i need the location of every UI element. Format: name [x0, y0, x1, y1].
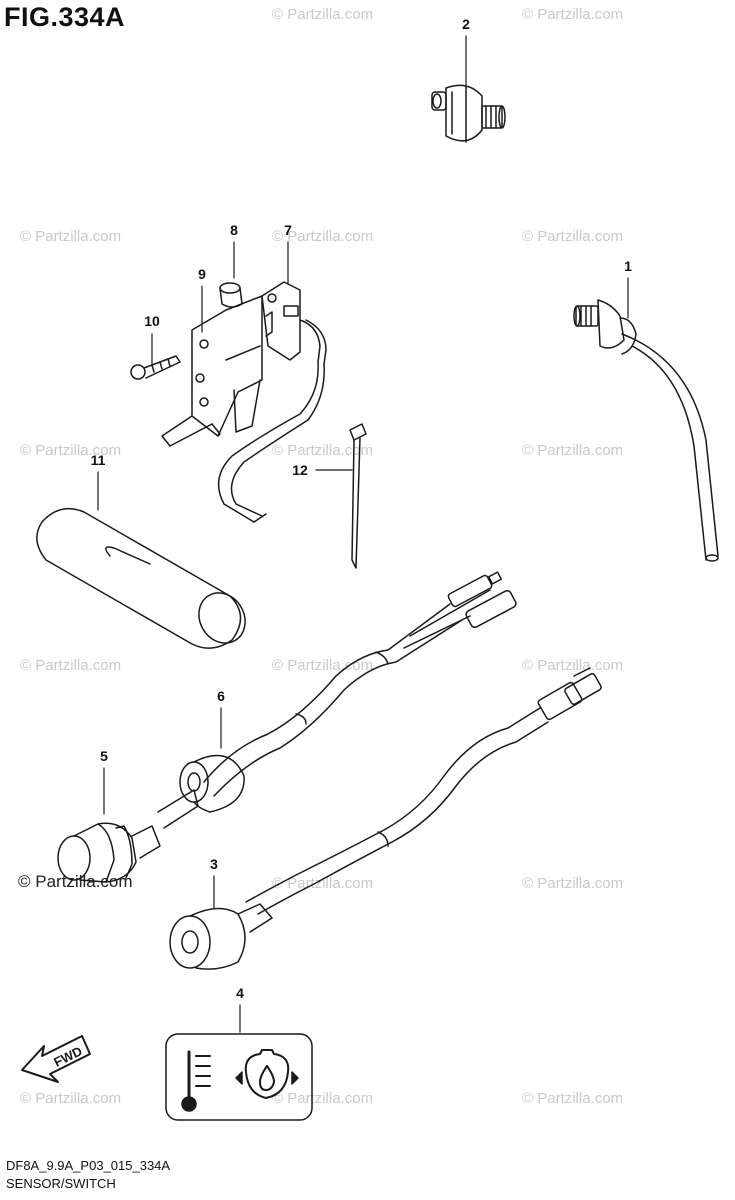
watermark: © Partzilla.com	[522, 442, 624, 459]
watermark: © Partzilla.com	[272, 1090, 374, 1107]
watermark: © Partzilla.com	[20, 1090, 122, 1107]
part-12-cable-tie[interactable]	[349, 423, 367, 569]
watermark: © Partzilla.com	[272, 442, 374, 459]
callout-2[interactable]: 2	[462, 16, 470, 32]
watermark: © Partzilla.com	[20, 442, 122, 459]
part-4-indicator-label[interactable]	[165, 1033, 313, 1121]
part-3-sensor[interactable]	[169, 903, 273, 970]
part-1-temperature-sensor[interactable]	[573, 299, 719, 562]
section-name: SENSOR/SWITCH	[6, 1176, 116, 1191]
forward-direction-arrow-icon: FWD	[21, 1035, 91, 1083]
watermark: © Partzilla.com	[272, 228, 374, 245]
sensor-harness[interactable]	[245, 667, 602, 915]
part-6-grommet[interactable]	[157, 754, 245, 829]
part-8-collar[interactable]	[219, 282, 243, 308]
watermark: © Partzilla.com	[18, 872, 133, 891]
watermark: © Partzilla.com	[522, 228, 624, 245]
part-5-switch[interactable]	[57, 822, 161, 883]
callout-7[interactable]: 7	[284, 222, 292, 238]
callout-4[interactable]: 4	[236, 985, 244, 1001]
watermark: © Partzilla.com	[272, 875, 374, 892]
part-9-bracket[interactable]	[161, 295, 263, 447]
callout-11[interactable]: 11	[90, 452, 106, 468]
part-10-screw[interactable]	[130, 355, 181, 380]
watermark: © Partzilla.com	[522, 1090, 624, 1107]
watermark: © Partzilla.com	[522, 657, 624, 674]
main-harness[interactable]	[203, 571, 517, 797]
callout-10[interactable]: 10	[144, 313, 160, 329]
callout-8[interactable]: 8	[230, 222, 238, 238]
part-7-switch[interactable]	[261, 281, 327, 365]
temperature-icon	[181, 1050, 211, 1112]
leader-lines	[97, 35, 629, 1033]
part-11-protector-tube[interactable]	[36, 507, 254, 652]
callout-12[interactable]: 12	[292, 462, 308, 478]
callout-5[interactable]: 5	[100, 748, 108, 764]
oil-pressure-icon	[235, 1049, 299, 1099]
callout-6[interactable]: 6	[217, 688, 225, 704]
watermark: © Partzilla.com	[522, 6, 624, 23]
callout-1[interactable]: 1	[624, 258, 632, 274]
callout-9[interactable]: 9	[198, 266, 206, 282]
part-2-oil-pressure-switch[interactable]	[431, 84, 506, 143]
watermark: © Partzilla.com	[20, 657, 122, 674]
callout-3[interactable]: 3	[210, 856, 218, 872]
switch-lead-wire[interactable]	[217, 361, 325, 523]
watermark: © Partzilla.com	[522, 875, 624, 892]
figure-title: FIG.334A	[4, 2, 126, 32]
watermark: © Partzilla.com	[20, 228, 122, 245]
watermark: © Partzilla.com	[272, 657, 374, 674]
watermark: © Partzilla.com	[272, 6, 374, 23]
diagram-code: DF8A_9.9A_P03_015_334A	[6, 1158, 171, 1173]
